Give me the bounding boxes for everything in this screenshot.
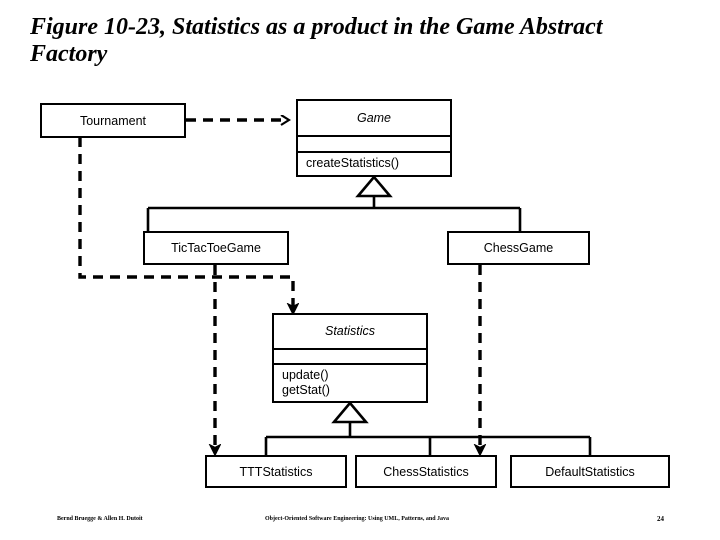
class-box-defaultstatistics[interactable]: DefaultStatistics [510,455,670,488]
class-name-tttstatistics: TTTStatistics [239,464,313,479]
page-title: Figure 10-23, Statistics as a product in… [30,14,603,67]
class-attributes-game [298,135,450,151]
class-box-statistics[interactable]: Statistics update() getStat() [272,313,428,403]
class-name-game: Game [356,111,392,125]
generalization-statistics-subclasses [264,400,592,456]
class-box-tttstatistics[interactable]: TTTStatistics [205,455,347,488]
operation-getstat: getStat() [282,383,330,397]
footer-page-number: 24 [657,515,664,523]
class-box-tictactoegame[interactable]: TicTacToeGame [143,231,289,265]
class-box-game[interactable]: Game createStatistics() [296,99,452,177]
class-operations-statistics: update() getStat() [274,363,426,401]
class-name-defaultstatistics: DefaultStatistics [545,464,635,479]
class-name-tictactoegame: TicTacToeGame [171,241,261,255]
footer-book-title: Object-Oriented Software Engineering: Us… [265,516,450,522]
class-box-chessstatistics[interactable]: ChessStatistics [355,455,497,488]
class-box-tournament[interactable]: Tournament [40,103,186,138]
footer-authors: Bernd Bruegge & Allen H. Dutoit [57,516,143,522]
class-name-chessgame: ChessGame [483,241,554,255]
generalization-game-subclasses [146,174,522,231]
slide-footer: Bernd Bruegge & Allen H. Dutoit Object-O… [0,512,720,532]
operation-update: update() [282,368,329,382]
class-name-statistics: Statistics [324,324,375,339]
class-name-chessstatistics: ChessStatistics [383,464,469,479]
class-attributes-statistics [274,347,426,363]
class-name-tournament: Tournament [79,113,146,128]
dependency-tournament-statistics [78,137,293,312]
class-box-chessgame[interactable]: ChessGame [447,231,590,265]
class-operations-game: createStatistics() [298,151,450,175]
